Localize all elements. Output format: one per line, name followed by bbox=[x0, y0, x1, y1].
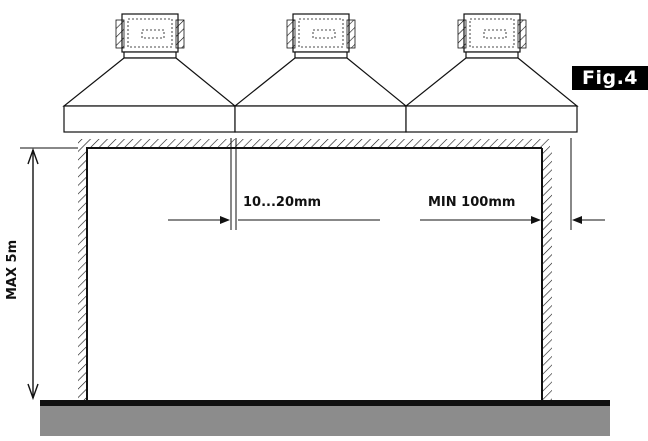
side-clearance-dimension: MIN 100mm bbox=[420, 138, 605, 230]
floor bbox=[40, 400, 610, 436]
right-wall bbox=[541, 148, 552, 400]
height-dimension: MAX 5m bbox=[5, 147, 78, 401]
gap-dimension: 10...20mm bbox=[168, 138, 380, 230]
hood-unit-2 bbox=[233, 13, 408, 133]
gap-label: 10...20mm bbox=[243, 195, 321, 210]
hood-unit-3 bbox=[404, 13, 579, 133]
figure-label: Fig.4 bbox=[572, 66, 648, 90]
height-label: MAX 5m bbox=[5, 240, 20, 300]
side-clearance-label: MIN 100mm bbox=[428, 195, 515, 210]
ceiling bbox=[78, 139, 550, 149]
hood-unit-1 bbox=[62, 13, 237, 133]
left-wall bbox=[78, 148, 88, 400]
